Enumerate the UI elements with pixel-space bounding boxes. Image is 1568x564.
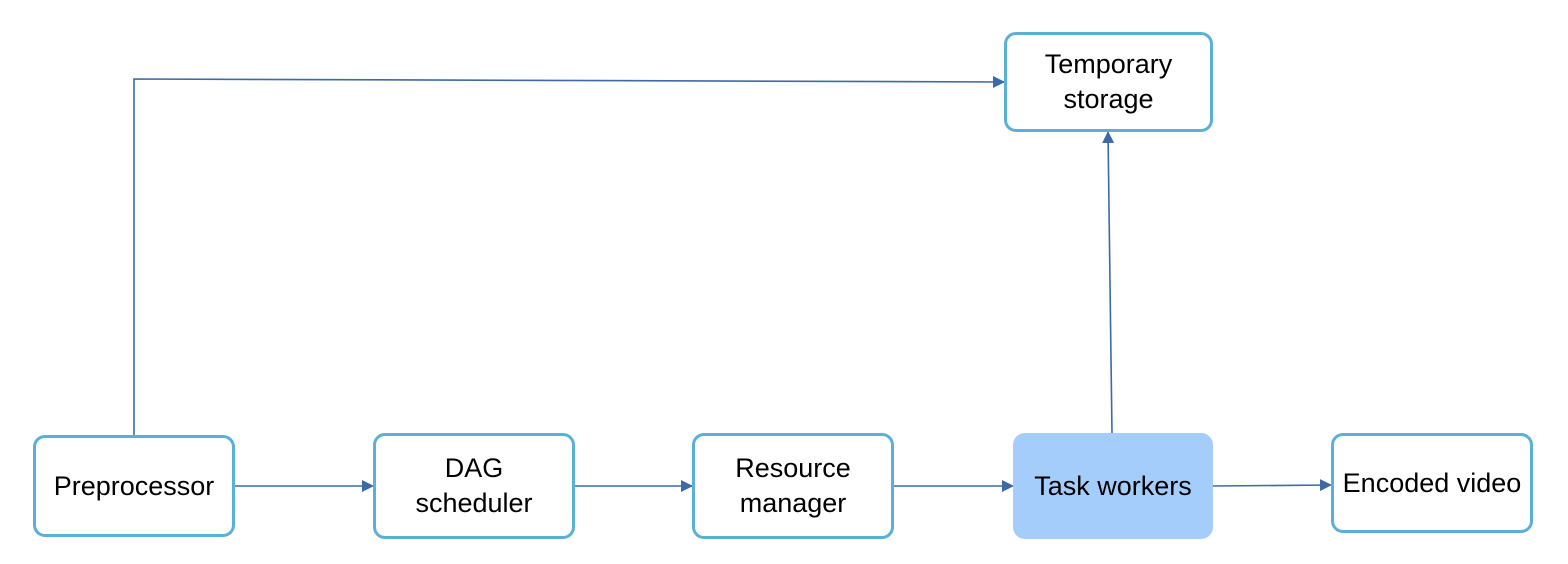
node-dag-scheduler: DAG scheduler [373,433,575,539]
node-label-encoded-video: Encoded video [1342,467,1522,498]
arrow-preprocessor-to-temporary-storage [133,75,1005,435]
node-encoded-video: Encoded video [1331,433,1533,533]
node-label-task-workers: Task workers [1034,470,1192,501]
node-preprocessor: Preprocessor [33,435,235,537]
node-label-resource-manager: Resource manager [735,453,851,518]
node-label-preprocessor: Preprocessor [53,470,215,501]
node-resource-manager: Resource manager [692,433,894,539]
node-label-temporary-storage: Temporary storage [1044,49,1173,114]
node-label-dag-scheduler: DAG scheduler [415,453,533,518]
node-task-workers: Task workers [1013,433,1213,539]
node-temporary-storage: Temporary storage [1004,32,1213,132]
arrow-task-workers-to-temporary-storage [1102,131,1115,434]
arrow-task-workers-to-encoded-video [1212,479,1332,492]
